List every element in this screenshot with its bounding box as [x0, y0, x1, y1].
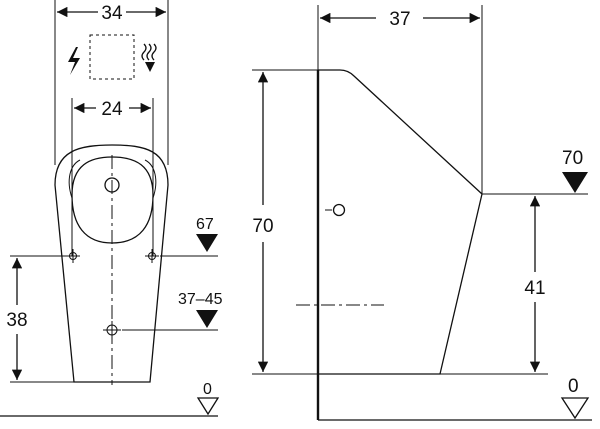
dim-mount-height: 38: [6, 255, 74, 383]
marker-top-height: 70: [482, 148, 588, 195]
marker-drain-height: 37–45: [122, 291, 223, 331]
label-floor-front: 0: [203, 381, 212, 398]
front-view: 34 24: [0, 0, 223, 417]
sensor-box: [89, 34, 135, 80]
label-drain-height: 37–45: [178, 291, 223, 308]
front-bowl-outline: [54, 144, 169, 383]
label-width-outer: 34: [101, 3, 123, 24]
front-bowl-inner: [71, 156, 154, 244]
dim-width-outer: 34: [54, 0, 169, 165]
label-top-height: 70: [562, 148, 583, 169]
dim-depth: 37: [317, 5, 483, 195]
side-inlet: [325, 203, 346, 217]
front-drain-hole: [104, 177, 120, 193]
front-bowl-rim: [68, 159, 81, 199]
drain-outlet-hole: [103, 321, 121, 339]
side-profile-outline: [318, 69, 483, 375]
dim-width-inner: 24: [71, 98, 154, 256]
label-total-height: 70: [252, 216, 273, 237]
lightning-icon: [68, 47, 80, 75]
sensor-wave-icon: [141, 43, 157, 72]
mount-hole-right: [145, 249, 159, 263]
dim-total-height: 70: [252, 69, 318, 375]
label-depth: 37: [389, 9, 410, 30]
label-supply-height: 67: [196, 216, 214, 233]
side-floor-level: 0: [318, 376, 592, 421]
label-rim-height: 41: [524, 278, 545, 299]
label-width-inner: 24: [101, 99, 123, 120]
dim-rim-height: 41: [440, 196, 548, 375]
front-floor-level: 0: [0, 381, 220, 417]
side-view: 37 70 70 41: [252, 5, 592, 421]
marker-supply-height: 67: [160, 216, 218, 257]
label-floor-side: 0: [568, 376, 579, 397]
label-mount-height: 38: [6, 310, 27, 331]
mount-hole-left: [66, 249, 80, 263]
